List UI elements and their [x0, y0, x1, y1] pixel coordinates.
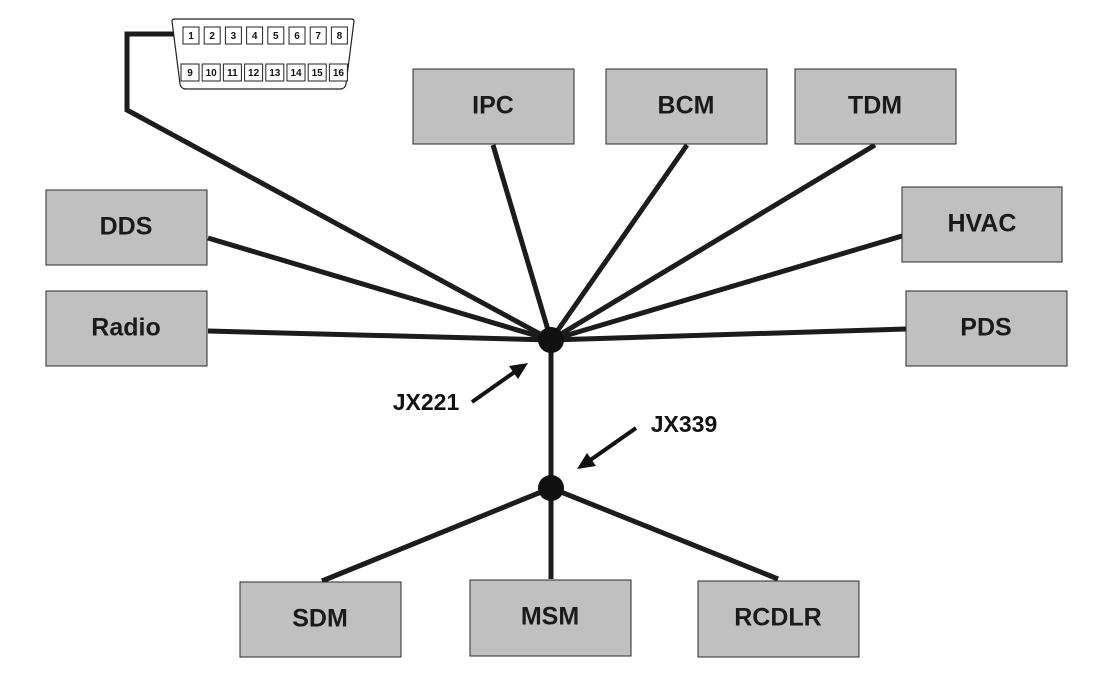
- callout-jx221-arrowhead: [509, 363, 528, 379]
- connector-pin-label-5: 5: [273, 31, 279, 42]
- module-bcm-box: [605, 68, 768, 145]
- connector-pin-label-12: 12: [248, 68, 260, 79]
- callout-jx221-arrow: [470, 369, 518, 404]
- connector-pin-label-8: 8: [337, 31, 343, 42]
- module-tdm-box: [794, 68, 957, 145]
- module-dds: DDS: [45, 189, 208, 266]
- module-dds-box: [45, 189, 208, 266]
- module-sdm: SDM: [239, 581, 402, 658]
- connector-pin-5: [267, 26, 285, 45]
- connector-pin-label-9: 9: [187, 68, 193, 79]
- connector-pin-16: [328, 63, 348, 82]
- connector-pin-label-1: 1: [188, 31, 194, 42]
- connector-pin-label-4: 4: [252, 31, 258, 42]
- connector-pin-4: [246, 26, 264, 45]
- connector-pin-15: [307, 63, 327, 82]
- connector-pin-6: [288, 26, 306, 45]
- connector-pin-7: [309, 26, 327, 45]
- module-bcm: BCM: [605, 68, 768, 145]
- module-pds: PDS: [905, 290, 1068, 367]
- junction-jx221: [538, 327, 564, 353]
- module-pds-box: [905, 290, 1068, 367]
- module-ipc: IPC: [412, 68, 575, 145]
- wire-hvac: [550, 233, 903, 343]
- connector-pin-14: [286, 63, 306, 82]
- connector-pin-label-6: 6: [294, 31, 300, 42]
- callout-jx221: JX221: [393, 363, 528, 415]
- wire-pds: [550, 326, 907, 343]
- module-tdm: TDM: [794, 68, 957, 145]
- callout-jx339-label: JX339: [651, 411, 718, 437]
- wire-dlc-to-jx221: [124, 31, 553, 343]
- wire-sdm: [321, 485, 552, 584]
- connector-pin-8: [330, 26, 348, 45]
- module-rcdlr-box: [697, 580, 860, 658]
- callout-jx339-arrow: [587, 426, 638, 463]
- connector-pin-11: [222, 63, 242, 82]
- wires: [124, 31, 907, 584]
- connector-pin-label-10: 10: [206, 68, 218, 79]
- diagnostic-connector-top-pins: 1 2 3 4 5 6 7 8: [182, 26, 348, 45]
- module-msm-box: [469, 579, 632, 657]
- connector-pin-9: [180, 63, 200, 82]
- connector-pin-13: [265, 63, 285, 82]
- module-dds-label: DDS: [100, 213, 153, 241]
- module-radio-box: [45, 290, 208, 367]
- diagnostic-connector-bottom-pins: 9 10 11 12 13 14 15 16: [180, 63, 348, 82]
- module-ipc-box: [412, 68, 575, 145]
- wire-rcdlr: [550, 485, 779, 582]
- module-msm-label: MSM: [521, 603, 579, 631]
- connector-pin-3: [224, 26, 242, 45]
- module-sdm-label: SDM: [292, 605, 348, 633]
- module-rcdlr-label: RCDLR: [734, 604, 822, 632]
- callout-jx339-arrowhead: [577, 453, 596, 469]
- connector-pin-2: [203, 26, 221, 45]
- wire-tdm: [549, 142, 877, 343]
- module-ipc-label: IPC: [472, 92, 514, 120]
- callout-jx339: JX339: [577, 411, 717, 469]
- module-radio-label: Radio: [91, 314, 160, 342]
- connector-pin-10: [201, 63, 221, 82]
- connector-pin-label-11: 11: [227, 68, 238, 79]
- module-hvac: HVAC: [901, 186, 1063, 263]
- connector-pin-label-16: 16: [333, 68, 345, 79]
- module-hvac-box: [901, 186, 1063, 263]
- connector-pin-label-14: 14: [290, 68, 302, 79]
- module-hvac-label: HVAC: [948, 210, 1017, 238]
- module-sdm-box: [239, 581, 402, 658]
- callout-jx221-label: JX221: [393, 389, 460, 415]
- wire-dds: [207, 235, 552, 343]
- module-pds-label: PDS: [960, 314, 1011, 342]
- connector-pin-label-13: 13: [269, 68, 281, 79]
- junction-jx339: [538, 475, 564, 501]
- wire-radio: [207, 328, 552, 343]
- connector-pin-label-15: 15: [312, 68, 324, 79]
- module-bcm-label: BCM: [658, 92, 715, 120]
- wire-bcm: [548, 143, 690, 342]
- connector-pin-label-2: 2: [209, 31, 215, 42]
- module-radio: Radio: [45, 290, 208, 367]
- connector-pin-12: [244, 63, 264, 82]
- module-rcdlr: RCDLR: [697, 580, 860, 658]
- connector-pin-label-3: 3: [231, 31, 237, 42]
- connector-pin-label-7: 7: [315, 31, 321, 42]
- wire-ipc: [490, 144, 554, 341]
- connector-pin-1: [182, 26, 200, 45]
- module-tdm-label: TDM: [848, 92, 902, 120]
- module-msm: MSM: [469, 579, 632, 657]
